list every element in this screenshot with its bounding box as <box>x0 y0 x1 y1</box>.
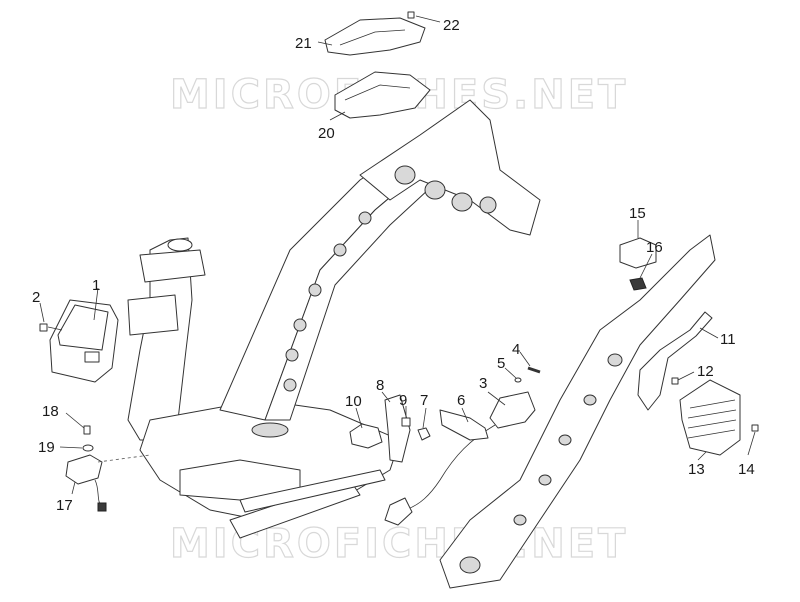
callout-17: 17 <box>56 497 73 514</box>
callout-13: 13 <box>688 461 705 478</box>
callout-22: 22 <box>443 17 460 34</box>
part-21-cover <box>317 17 426 56</box>
part-5-washer <box>504 367 522 383</box>
callout-6: 6 <box>457 392 465 409</box>
part-6-bracket <box>439 407 489 441</box>
part-9-clip <box>401 406 411 427</box>
callout-12: 12 <box>697 363 714 380</box>
part-8-plate <box>381 391 411 463</box>
callout-20: 20 <box>318 125 335 142</box>
part-18-bolt <box>65 412 91 435</box>
callout-9: 9 <box>399 392 407 409</box>
part-16-rubber <box>629 253 653 291</box>
callout-labels: 1 2 3 4 5 6 7 8 9 10 11 12 13 14 15 16 1… <box>32 17 755 514</box>
part-20-cover <box>329 71 431 121</box>
part-1-control-unit <box>49 287 119 383</box>
part-7-nut <box>417 407 431 441</box>
callout-10: 10 <box>345 393 362 410</box>
callout-16: 16 <box>646 239 663 256</box>
part-22-screw <box>407 11 441 23</box>
callout-11: 11 <box>720 331 736 348</box>
callout-18: 18 <box>42 403 59 420</box>
callout-21: 21 <box>295 35 312 52</box>
part-15-relay <box>619 220 657 269</box>
part-14-screw <box>747 424 759 456</box>
part-17-switch <box>65 454 151 512</box>
part-2-screw <box>39 302 63 332</box>
part-12-screw <box>671 371 695 385</box>
part-19-washer <box>59 444 94 452</box>
part-10-clamp <box>349 407 383 449</box>
callout-14: 14 <box>738 461 755 478</box>
part-3-ignition-coil <box>384 391 536 526</box>
part-13-regulator <box>679 379 741 461</box>
callout-4: 4 <box>512 341 520 358</box>
callout-3: 3 <box>479 375 487 392</box>
part-4-screw <box>519 351 541 374</box>
callout-2: 2 <box>32 289 40 306</box>
callout-8: 8 <box>376 377 384 394</box>
scooter-frame <box>127 99 716 589</box>
callout-7: 7 <box>420 392 428 409</box>
callout-19: 19 <box>38 439 55 456</box>
callout-15: 15 <box>629 205 646 222</box>
callout-1: 1 <box>92 277 100 294</box>
part-11-bracket <box>637 311 719 411</box>
callout-5: 5 <box>497 355 505 372</box>
